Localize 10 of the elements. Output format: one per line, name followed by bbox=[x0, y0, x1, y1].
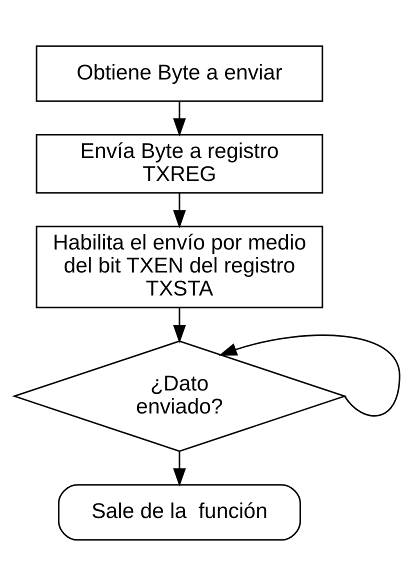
node-box: Habilita el envío por medio del bit TXEN del registro TXSTA bbox=[36, 226, 324, 308]
arrow bbox=[173, 452, 186, 487]
arrow bbox=[173, 308, 186, 344]
node-box: Envía Byte a registro TXREG bbox=[36, 134, 324, 194]
arrow bbox=[218, 334, 400, 416]
node-box: Sale de la función bbox=[58, 484, 302, 541]
node-box: Obtiene Byte a enviar bbox=[36, 45, 324, 102]
node-diamond: ¿Dato enviado? bbox=[12, 340, 347, 452]
arrow bbox=[173, 101, 186, 137]
arrow bbox=[173, 193, 186, 228]
